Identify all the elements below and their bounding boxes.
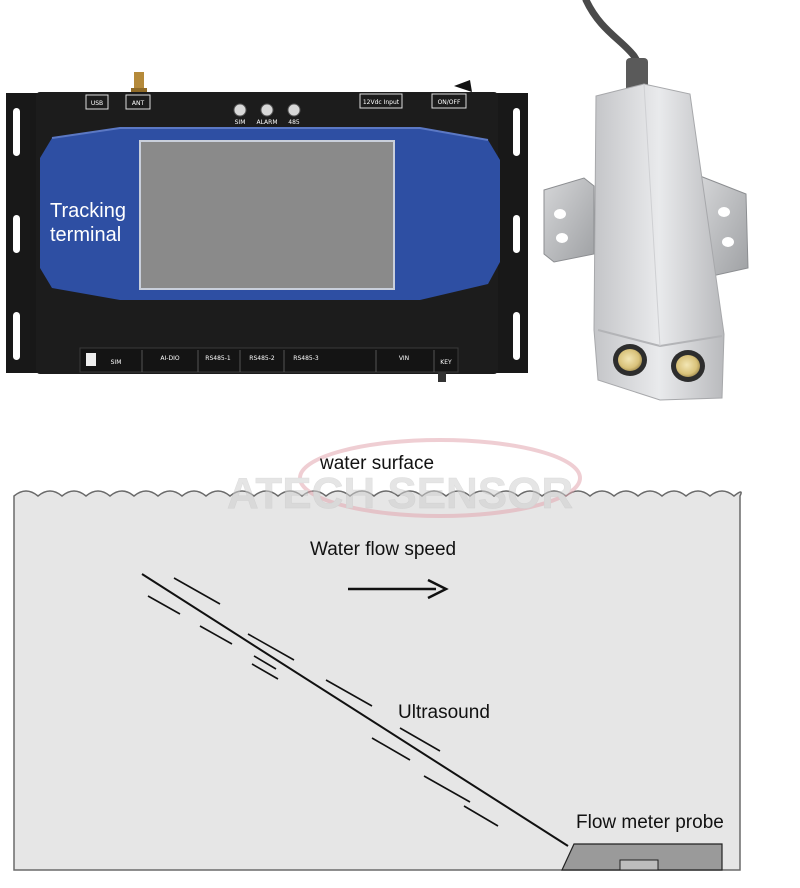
water-flow-diagram: ATECH SENSOR [13,438,742,871]
sim-label: SIM [111,359,122,366]
ultrasound-beam [141,573,569,847]
ant-port [125,94,151,110]
led-label-1: SIM [235,119,246,126]
on-off-switch [431,93,467,109]
flow-speed-label: Water flow speed [310,539,457,560]
right-mount-flange [494,93,528,373]
indicator-led-3 [287,103,301,117]
water-body [13,490,742,871]
terminal-label-line2: terminal [50,224,122,246]
terminal-label: Tracking terminal [50,199,126,247]
rs485-1-label: RS485-1 [205,355,231,362]
indicator-led-2 [260,103,274,117]
key-label: KEY [440,359,452,366]
ultrasonic-probe-device [543,0,749,401]
probe-label: Flow meter probe [576,812,724,833]
watermark-text: ATECH SENSOR [227,469,573,518]
ultrasound-label: Ultrasound [398,702,490,723]
indicator-led-1 [233,103,247,117]
water-surface-label: water surface [320,453,435,474]
led-label-2: ALARM [256,119,277,126]
terminal-label-line1: Tracking [50,200,126,222]
flow-meter-probe [561,843,723,871]
left-bracket [543,177,595,263]
probe-body [593,83,725,401]
key-button [438,372,446,382]
ultrasound-beam-path [141,573,569,847]
left-mount-flange [6,93,40,373]
tracking-terminal: USB ANT SIM ALARM 485 12Vdc Input ON/OFF… [6,72,528,382]
sim-slot-icon [86,353,96,366]
usb-port-label: USB [91,100,103,107]
led-label-3: 485 [288,119,300,126]
on-off-label: ON/OFF [438,99,461,106]
usb-port [85,94,109,110]
rs485-3-label: RS485-3 [293,355,319,362]
terminal-screen [139,140,395,290]
rs485-2-label: RS485-2 [249,355,275,362]
power-input-port [359,93,403,109]
vin-label: VIN [399,355,409,362]
bottom-ports: SIM AI-DIO RS485-1 RS485-2 RS485-3 VIN K… [79,347,459,382]
ant-port-label: ANT [132,100,145,107]
watermark: ATECH SENSOR [227,438,582,518]
top-ports: USB ANT SIM ALARM 485 12Vdc Input ON/OFF [85,80,472,126]
power-input-label: 12Vdc Input [363,99,400,106]
antenna-icon [134,72,144,96]
flow-direction-arrow [348,578,449,600]
aidio-label: AI-DIO [160,355,179,362]
